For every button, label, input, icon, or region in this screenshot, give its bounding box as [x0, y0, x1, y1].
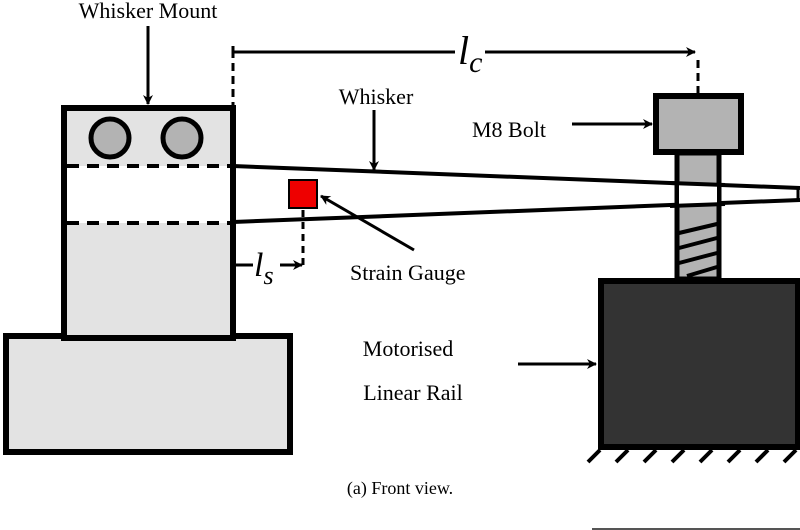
linear-rail-block: [598, 278, 800, 450]
label-strain-gauge: Strain Gauge: [350, 260, 465, 285]
lc-symbol: lc: [458, 28, 482, 79]
mount-clamp-region: [67, 166, 230, 223]
whisker-top-edge-over-bolt: [669, 181, 726, 187]
figure-caption: (a) Front view.: [347, 478, 453, 499]
label-m8-bolt: M8 Bolt: [472, 117, 546, 142]
bolt-thread-icon: [678, 222, 718, 278]
label-whisker-mount: Whisker Mount: [79, 0, 218, 23]
whisker-bottom-edge-over-bolt: [669, 202, 726, 208]
label-whisker: Whisker: [339, 84, 414, 109]
mount-screw-left: [88, 116, 132, 160]
mount-screw-right: [160, 116, 204, 160]
label-linear-rail: Linear Rail: [363, 380, 463, 405]
mount-base: [3, 333, 293, 455]
strain-gauge-arrow: [320, 194, 415, 252]
ls-symbol: ls: [254, 247, 274, 290]
strain-gauge: [288, 179, 318, 209]
ground-hatch-icon: [586, 448, 798, 464]
bolt-head: [653, 93, 744, 155]
whisker-over-bolt: [679, 183, 717, 206]
label-motorised: Motorised: [363, 336, 453, 361]
